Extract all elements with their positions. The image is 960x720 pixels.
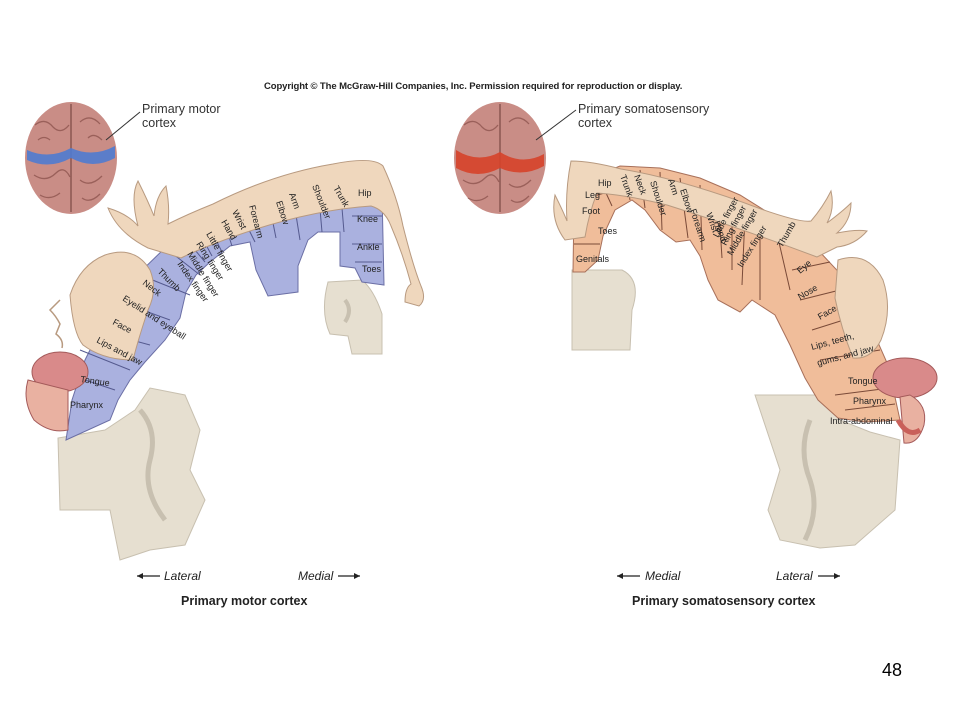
sensory-region-label: Toes bbox=[598, 226, 618, 236]
motor-region-label: Toes bbox=[362, 264, 382, 274]
sensory-region-label: Pharynx bbox=[853, 396, 887, 406]
sensory-region-label: Genitals bbox=[576, 254, 610, 264]
motor-region-label: Ankle bbox=[357, 242, 380, 252]
motor-callout-line-2: cortex bbox=[142, 116, 177, 130]
copyright-notice: Copyright © The McGraw-Hill Companies, I… bbox=[264, 81, 683, 92]
sensory-region-label: Intra-abdominal bbox=[830, 416, 893, 426]
motor-caption: Primary motor cortex bbox=[181, 594, 308, 608]
motor-region-label: Tongue bbox=[80, 374, 111, 388]
sensory-cortex-callout: Primary somatosensory cortex bbox=[578, 102, 709, 130]
motor-region-label: Hip bbox=[358, 188, 372, 198]
sensory-lateral-label: Lateral bbox=[776, 569, 813, 583]
motor-lateral-label: Lateral bbox=[164, 569, 201, 583]
sensory-homunculus-figure bbox=[553, 160, 938, 444]
motor-cross-section-bone bbox=[57, 279, 383, 561]
sensory-caption: Primary somatosensory cortex bbox=[632, 594, 816, 608]
motor-brain-top-view-icon bbox=[25, 102, 141, 214]
motor-medial-label: Medial bbox=[298, 569, 334, 583]
sensory-brain-top-view-icon bbox=[454, 102, 577, 214]
motor-region-label: Pharynx bbox=[70, 400, 104, 410]
sensory-axis-arrows bbox=[617, 573, 840, 579]
motor-cortex-callout: Primary motor cortex bbox=[142, 102, 220, 130]
sensory-region-label: Tongue bbox=[848, 376, 878, 386]
sensory-region-label: Foot bbox=[582, 206, 601, 216]
sensory-region-label: Hip bbox=[598, 178, 612, 188]
motor-callout-line-1: Primary motor bbox=[142, 102, 221, 116]
sensory-region-label: Leg bbox=[585, 190, 600, 200]
motor-homunculus-figure bbox=[25, 160, 425, 432]
slide-number: 48 bbox=[881, 660, 902, 680]
sensory-callout-line-2: cortex bbox=[578, 116, 613, 130]
sensory-callout-line-1: Primary somatosensory bbox=[578, 102, 710, 116]
motor-region-label: Knee bbox=[357, 214, 378, 224]
motor-axis-arrows bbox=[137, 573, 360, 579]
sensory-region-label: Arm bbox=[666, 178, 681, 197]
sensory-medial-label: Medial bbox=[645, 569, 681, 583]
